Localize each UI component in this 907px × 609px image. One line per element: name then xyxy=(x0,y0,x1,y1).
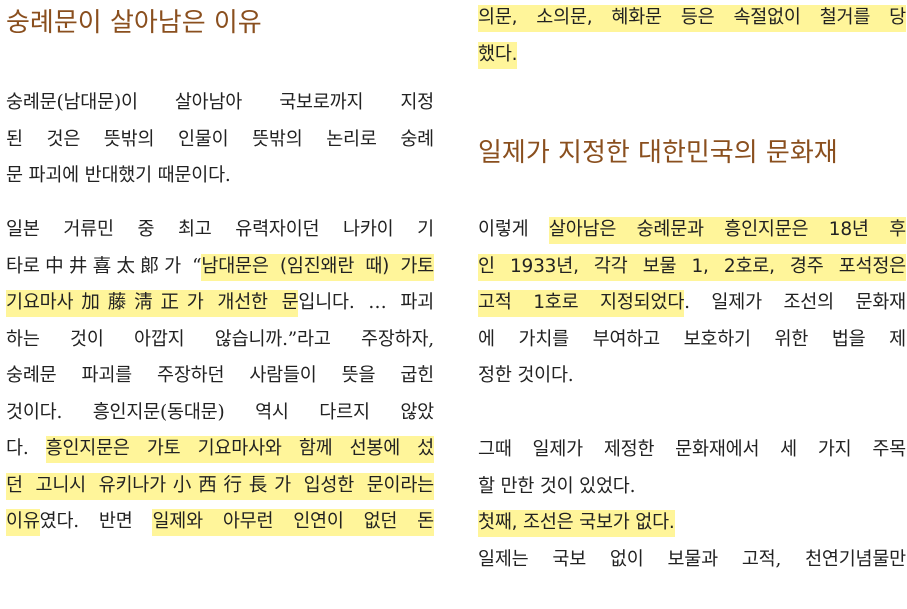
highlighted-text: 고적 1호로 지정되었다 xyxy=(478,290,684,317)
text-line: 하는 것이 아깝지 않습니까.”라고 주장하자, xyxy=(6,322,434,359)
text-line: 타로中井喜太郞가 “남대문은 (임진왜란 때) 가토 xyxy=(6,249,434,286)
paragraph-nakai-quote: 일본 거류민 중 최고 유력자이던 나카이 기 타로中井喜太郞가 “남대문은 (… xyxy=(6,212,434,541)
text-segment: 다. xyxy=(6,438,46,459)
paragraph-demolished-gates: 의문, 소의문, 혜화문 등은 속절없이 철거를 당 했다. xyxy=(478,0,906,73)
text-segment: 숭례문 파괴를 주장하던 사람들이 뜻을 굽힌 xyxy=(6,365,434,386)
text-segment: 일본 거류민 중 최고 유력자이던 나카이 기 xyxy=(6,219,434,240)
text-line: 이렇게 살아남은 숭례문과 흥인지문은 18년 후 xyxy=(478,212,906,249)
text-line: 할 만한 것이 있었다. xyxy=(478,475,636,497)
paragraph-three-points: 그때 일제가 제정한 문화재에서 세 가지 주목 할 만한 것이 있었다. 첫째… xyxy=(478,432,906,578)
text-line: 고적 1호로 지정되었다. 일제가 조선의 문화재 xyxy=(478,285,906,322)
text-line: 다. 흥인지문은 가토 기요마사와 함께 선봉에 섰 xyxy=(6,431,434,468)
highlighted-text: 첫째, 조선은 국보가 없다. xyxy=(478,510,675,537)
text-line: 기요마사加藤淸正가 개선한 문입니다. … 파괴 xyxy=(6,285,434,322)
highlighted-text: 의문, 소의문, 혜화문 등은 속절없이 철거를 당 xyxy=(478,5,906,32)
text-line: 숭례문 파괴를 주장하던 사람들이 뜻을 굽힌 xyxy=(6,358,434,395)
text-segment: 였다. 반면 xyxy=(39,511,153,532)
text-line: 했다. xyxy=(478,37,906,74)
text-segment: 에 가치를 부여하고 보호하기 위한 법을 제 xyxy=(478,328,906,350)
text-line: 이유였다. 반면 일제와 아무런 인연이 없던 돈 xyxy=(6,504,434,541)
section-heading-sungnyemun: 숭례문이 살아남은 이유 xyxy=(6,8,262,38)
text-line: 숭례문(남대문)이 살아남아 국보로까지 지정 xyxy=(6,92,434,113)
text-segment: 이렇게 xyxy=(478,219,549,240)
highlighted-text: 던 고니시 유키나가小西行長가 입성한 문이라는 xyxy=(6,472,434,500)
text-segment: 하는 것이 아깝지 않습니까.”라고 주장하자, xyxy=(6,328,434,350)
text-segment: 것이다. 흥인지문(동대문) 역시 다르지 않았 xyxy=(6,401,434,423)
text-line: 에 가치를 부여하고 보호하기 위한 법을 제 xyxy=(478,322,906,359)
highlighted-text: 흥인지문은 가토 기요마사와 함께 선봉에 섰 xyxy=(45,436,434,463)
text-line: 것이다. 흥인지문(동대문) 역시 다르지 않았 xyxy=(6,395,434,432)
text-line: 던 고니시 유키나가小西行長가 입성한 문이라는 xyxy=(6,468,434,505)
text-line: 첫째, 조선은 국보가 없다. xyxy=(478,505,906,542)
text-line: 정한 것이다. xyxy=(478,358,906,395)
paragraph-1933-designation: 이렇게 살아남은 숭례문과 흥인지문은 18년 후 인 1933년, 각각 보물… xyxy=(478,212,906,395)
highlighted-text: 살아남은 숭례문과 흥인지문은 18년 후 xyxy=(548,217,906,244)
highlighted-text: 일제와 아무런 인연이 없던 돈 xyxy=(152,509,434,536)
text-segment: 정한 것이다. xyxy=(478,365,574,386)
highlighted-text: 남대문은 (임진왜란 때) 가토 xyxy=(201,253,434,281)
text-segment: 입니다. … 파괴 xyxy=(298,292,434,313)
text-line: 인 1933년, 각각 보물 1, 2호로, 경주 포석정은 xyxy=(478,249,906,286)
text-line: 일제는 국보 없이 보물과 고적, 천연기념물만 xyxy=(478,548,906,570)
text-line: 일본 거류민 중 최고 유력자이던 나카이 기 xyxy=(6,212,434,249)
highlighted-text: 기요마사加藤淸正가 개선한 문 xyxy=(6,290,299,317)
text-line: 된 것은 뜻밖의 인물이 뜻밖의 논리로 숭례 xyxy=(6,128,434,150)
text-segment: . 일제가 조선의 문화재 xyxy=(684,292,907,313)
highlighted-text: 했다. xyxy=(478,41,518,69)
highlighted-text: 인 1933년, 각각 보물 1, 2호로, 경주 포석정은 xyxy=(478,253,906,281)
highlighted-text: 이유 xyxy=(6,509,40,536)
section-heading-cultural-assets: 일제가 지정한 대한민국의 문화재 xyxy=(478,138,838,168)
paragraph-sungnyemun-intro: 숭례문(남대문)이 살아남아 국보로까지 지정 된 것은 뜻밖의 인물이 뜻밖의… xyxy=(6,85,434,195)
text-line: 의문, 소의문, 혜화문 등은 속절없이 철거를 당 xyxy=(478,0,906,37)
text-line: 문 파괴에 반대했기 때문이다. xyxy=(6,165,231,186)
text-segment: 타로中井喜太郞가 “ xyxy=(6,255,202,277)
text-line: 그때 일제가 제정한 문화재에서 세 가지 주목 xyxy=(478,439,906,460)
